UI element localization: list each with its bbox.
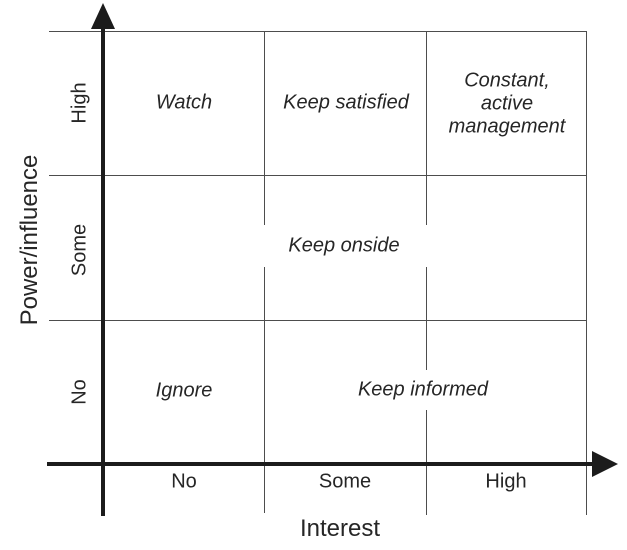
x-axis-title: Interest xyxy=(299,515,381,543)
column-divider-1-lower xyxy=(264,267,265,513)
cell-constant-active-management: Constant, active management xyxy=(448,69,566,138)
cell-keep-satisfied: Keep satisfied xyxy=(283,91,409,114)
column-divider-1-upper xyxy=(264,31,265,225)
y-tick-high: High xyxy=(68,82,91,124)
x-tick-high: High xyxy=(485,470,527,493)
y-axis-title: Power/influence xyxy=(16,154,44,326)
arrow-up-icon xyxy=(91,3,115,29)
y-tick-no: No xyxy=(68,379,91,405)
grid-line-top xyxy=(49,31,587,32)
cell-watch: Watch xyxy=(155,91,213,114)
cell-keep-onside: Keep onside xyxy=(288,234,400,257)
x-tick-some: Some xyxy=(318,470,372,493)
y-axis-line xyxy=(101,26,105,516)
x-tick-no: No xyxy=(171,470,197,493)
column-divider-2-middle xyxy=(426,267,427,370)
y-tick-some: Some xyxy=(68,223,91,277)
grid-line-row2 xyxy=(49,320,587,321)
cell-keep-informed: Keep informed xyxy=(357,378,489,401)
x-axis-line xyxy=(47,462,592,466)
arrow-right-icon xyxy=(592,451,618,477)
grid-line-right-border xyxy=(586,31,587,515)
grid-line-row1 xyxy=(49,175,587,176)
cell-ignore: Ignore xyxy=(155,379,213,402)
column-divider-2-upper xyxy=(426,31,427,225)
